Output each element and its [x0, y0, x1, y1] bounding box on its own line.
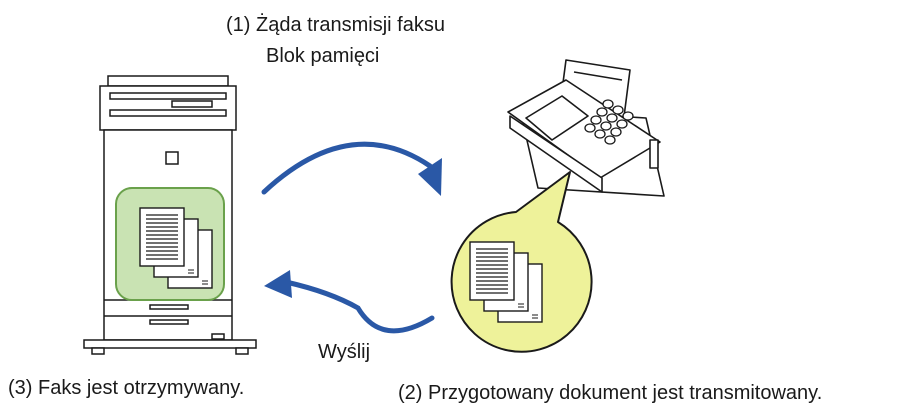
step1-label-line2: Blok pamięci	[266, 45, 380, 67]
step2-label: (2) Przygotowany dokument jest transmito…	[398, 382, 823, 404]
step1-label-line1: (1) Żąda transmisji faksu	[226, 14, 445, 36]
send-arrow	[264, 270, 435, 334]
fax-machine-icon	[507, 59, 665, 197]
step3-label: (3) Faks jest otrzymywany.	[8, 377, 245, 399]
send-label: Wyślij	[318, 341, 371, 363]
request-arrow	[261, 141, 442, 196]
